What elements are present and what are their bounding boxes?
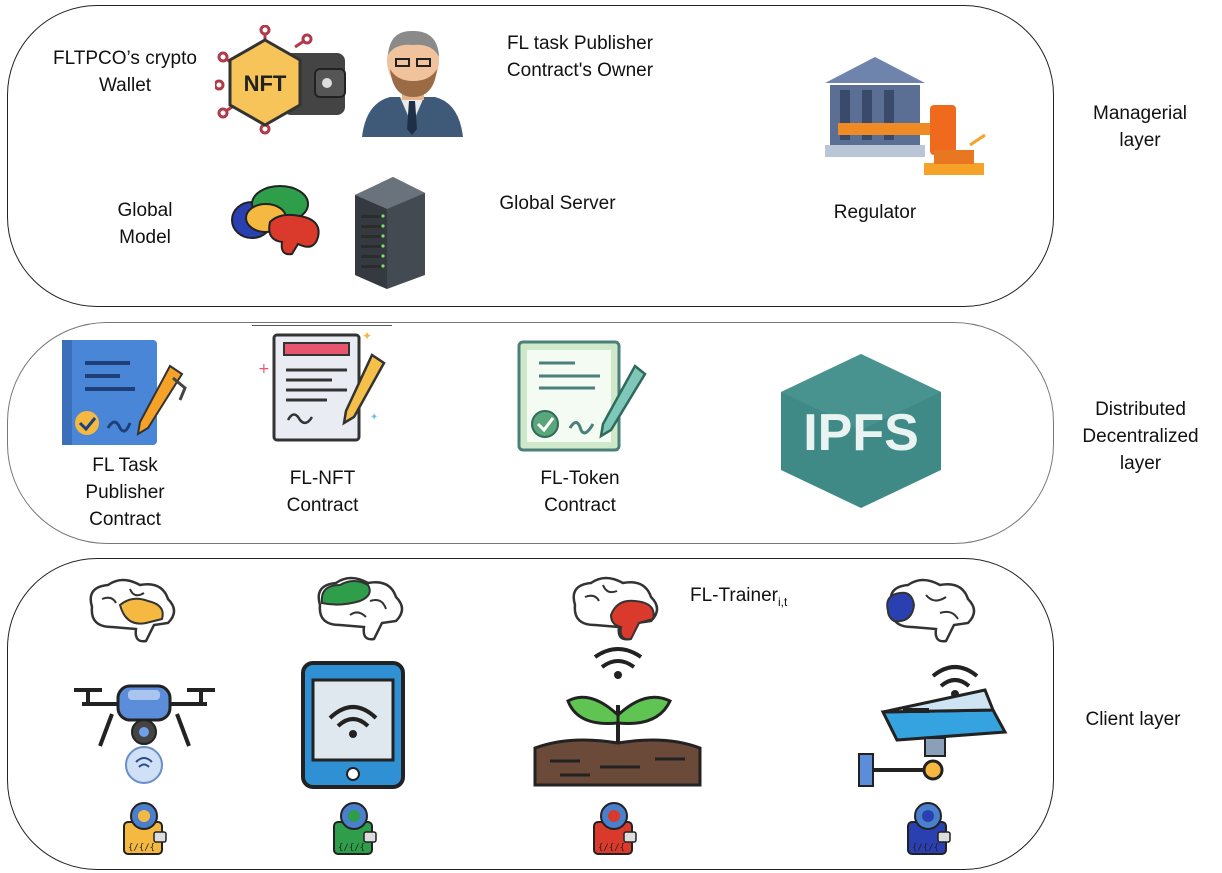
global-server-label: Global Server <box>499 193 616 214</box>
svg-text:✦: ✦ <box>370 412 378 423</box>
trainer-brain-icon-1 <box>89 578 176 643</box>
ipfs-text: IPFS <box>803 404 919 462</box>
regulator-label: Regulator <box>833 202 917 223</box>
distributed-layer-label: Distributed Decentralized layer <box>1082 399 1199 474</box>
nft-badge-text: NFT <box>244 71 287 96</box>
nft-wallet-icon: NFT <box>215 25 346 135</box>
publisher-contract-label: FL Task Publisher Contract <box>85 455 165 530</box>
publisher-contract-icon <box>62 340 187 445</box>
token-contract-label: FL-Token Contract <box>540 468 620 516</box>
trainer-wallet-icon-2: {/{/{ <box>333 802 377 855</box>
client-layer-label: Client layer <box>1085 709 1181 730</box>
svg-text:{/{/{: {/{/{ <box>128 843 155 853</box>
nft-contract-label: FL-NFT Contract <box>286 468 359 516</box>
nft-contract-icon: + ✦ ✦ <box>252 325 392 442</box>
trainer-wallet-icon-4: {/{/{ <box>907 802 951 855</box>
trainer-wallet-icon-3: {/{/{ <box>593 802 637 855</box>
trainer-wallet-icon-1: {/{/{ <box>123 802 167 855</box>
smart-plant-icon <box>533 647 702 787</box>
owner-person-icon <box>362 30 463 137</box>
trainer-label-subscript: i,t <box>777 594 788 609</box>
svg-text:{/{/{: {/{/{ <box>598 843 625 853</box>
cctv-camera-icon <box>858 665 1008 787</box>
owner-label: FL task Publisher Contract's Owner <box>506 33 654 81</box>
global-model-label: Global Model <box>117 200 173 248</box>
svg-text:✦: ✦ <box>362 329 372 343</box>
svg-text:+: + <box>258 361 270 377</box>
wallet-label: FLTPCO’s crypto Wallet <box>53 48 197 96</box>
client-layer-box <box>7 558 1054 870</box>
global-model-brain-icon <box>231 185 320 256</box>
svg-text:{/{/{: {/{/{ <box>338 843 365 853</box>
global-server-icon <box>355 177 425 289</box>
tablet-icon <box>301 661 405 789</box>
drone-icon <box>74 684 215 784</box>
svg-text:{/{/{: {/{/{ <box>912 843 939 853</box>
trainer-brain-icon-3 <box>572 576 659 641</box>
managerial-layer-label: Managerial layer <box>1093 103 1187 151</box>
regulator-icon <box>825 57 986 175</box>
trainer-label: FL-Traineri,t <box>690 582 830 616</box>
trainer-brain-icon-2 <box>317 576 404 641</box>
ipfs-icon: IPFS <box>781 354 941 508</box>
trainer-label-main: FL-Trainer <box>690 585 778 606</box>
token-contract-icon <box>517 340 647 452</box>
trainer-brain-icon-4 <box>886 578 976 643</box>
